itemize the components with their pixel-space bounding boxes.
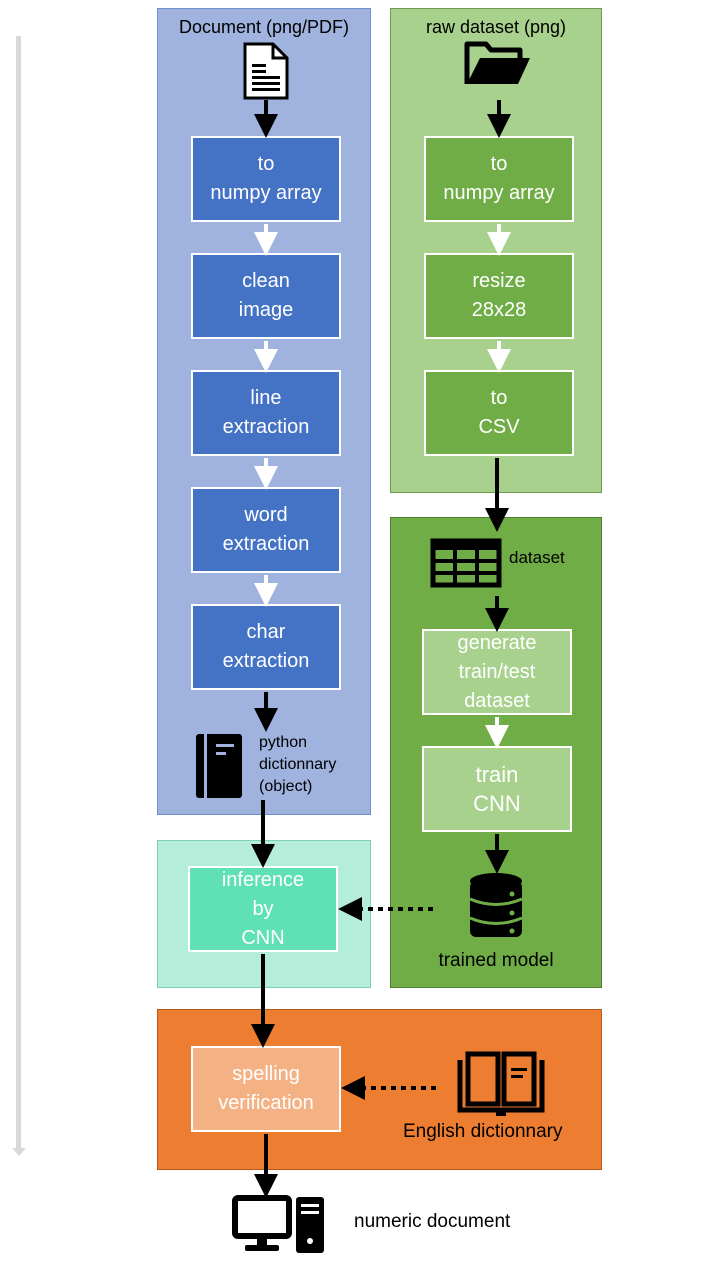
doc-step-to-numpy: to numpy array <box>191 136 341 222</box>
doc-step-line-extraction: line extraction <box>191 370 341 456</box>
document-panel-title: Document (png/PDF) <box>178 17 350 37</box>
numeric-document-label: numeric document <box>354 1211 511 1232</box>
raw-step-to-numpy: to numpy array <box>424 136 574 222</box>
folder-icon <box>464 38 532 93</box>
doc-step-word-extraction: word extraction <box>191 487 341 573</box>
trained-model-label: trained model <box>438 950 554 971</box>
database-icon <box>468 872 524 947</box>
raw-dataset-title: raw dataset (png) <box>425 17 567 37</box>
spelling-verification: spelling verification <box>191 1046 341 1132</box>
dataset-label: dataset <box>509 548 565 567</box>
english-dictionary-label: English dictionnary <box>403 1121 563 1142</box>
table-icon <box>430 538 502 593</box>
computer-icon <box>232 1195 328 1260</box>
document-icon <box>243 42 289 105</box>
open-book-icon <box>456 1050 546 1123</box>
raw-step-resize: resize 28x28 <box>424 253 574 339</box>
book-icon <box>194 732 244 805</box>
inference-by-cnn: inference by CNN <box>188 866 338 952</box>
train-step-generate: generate train/test dataset <box>422 629 572 715</box>
doc-step-char-extraction: char extraction <box>191 604 341 690</box>
timeline-bar <box>16 36 21 1150</box>
train-step-train-cnn: train CNN <box>422 746 572 832</box>
timeline-arrowhead <box>12 1148 26 1156</box>
python-dictionary-label: python dictionnary (object) <box>259 734 337 795</box>
